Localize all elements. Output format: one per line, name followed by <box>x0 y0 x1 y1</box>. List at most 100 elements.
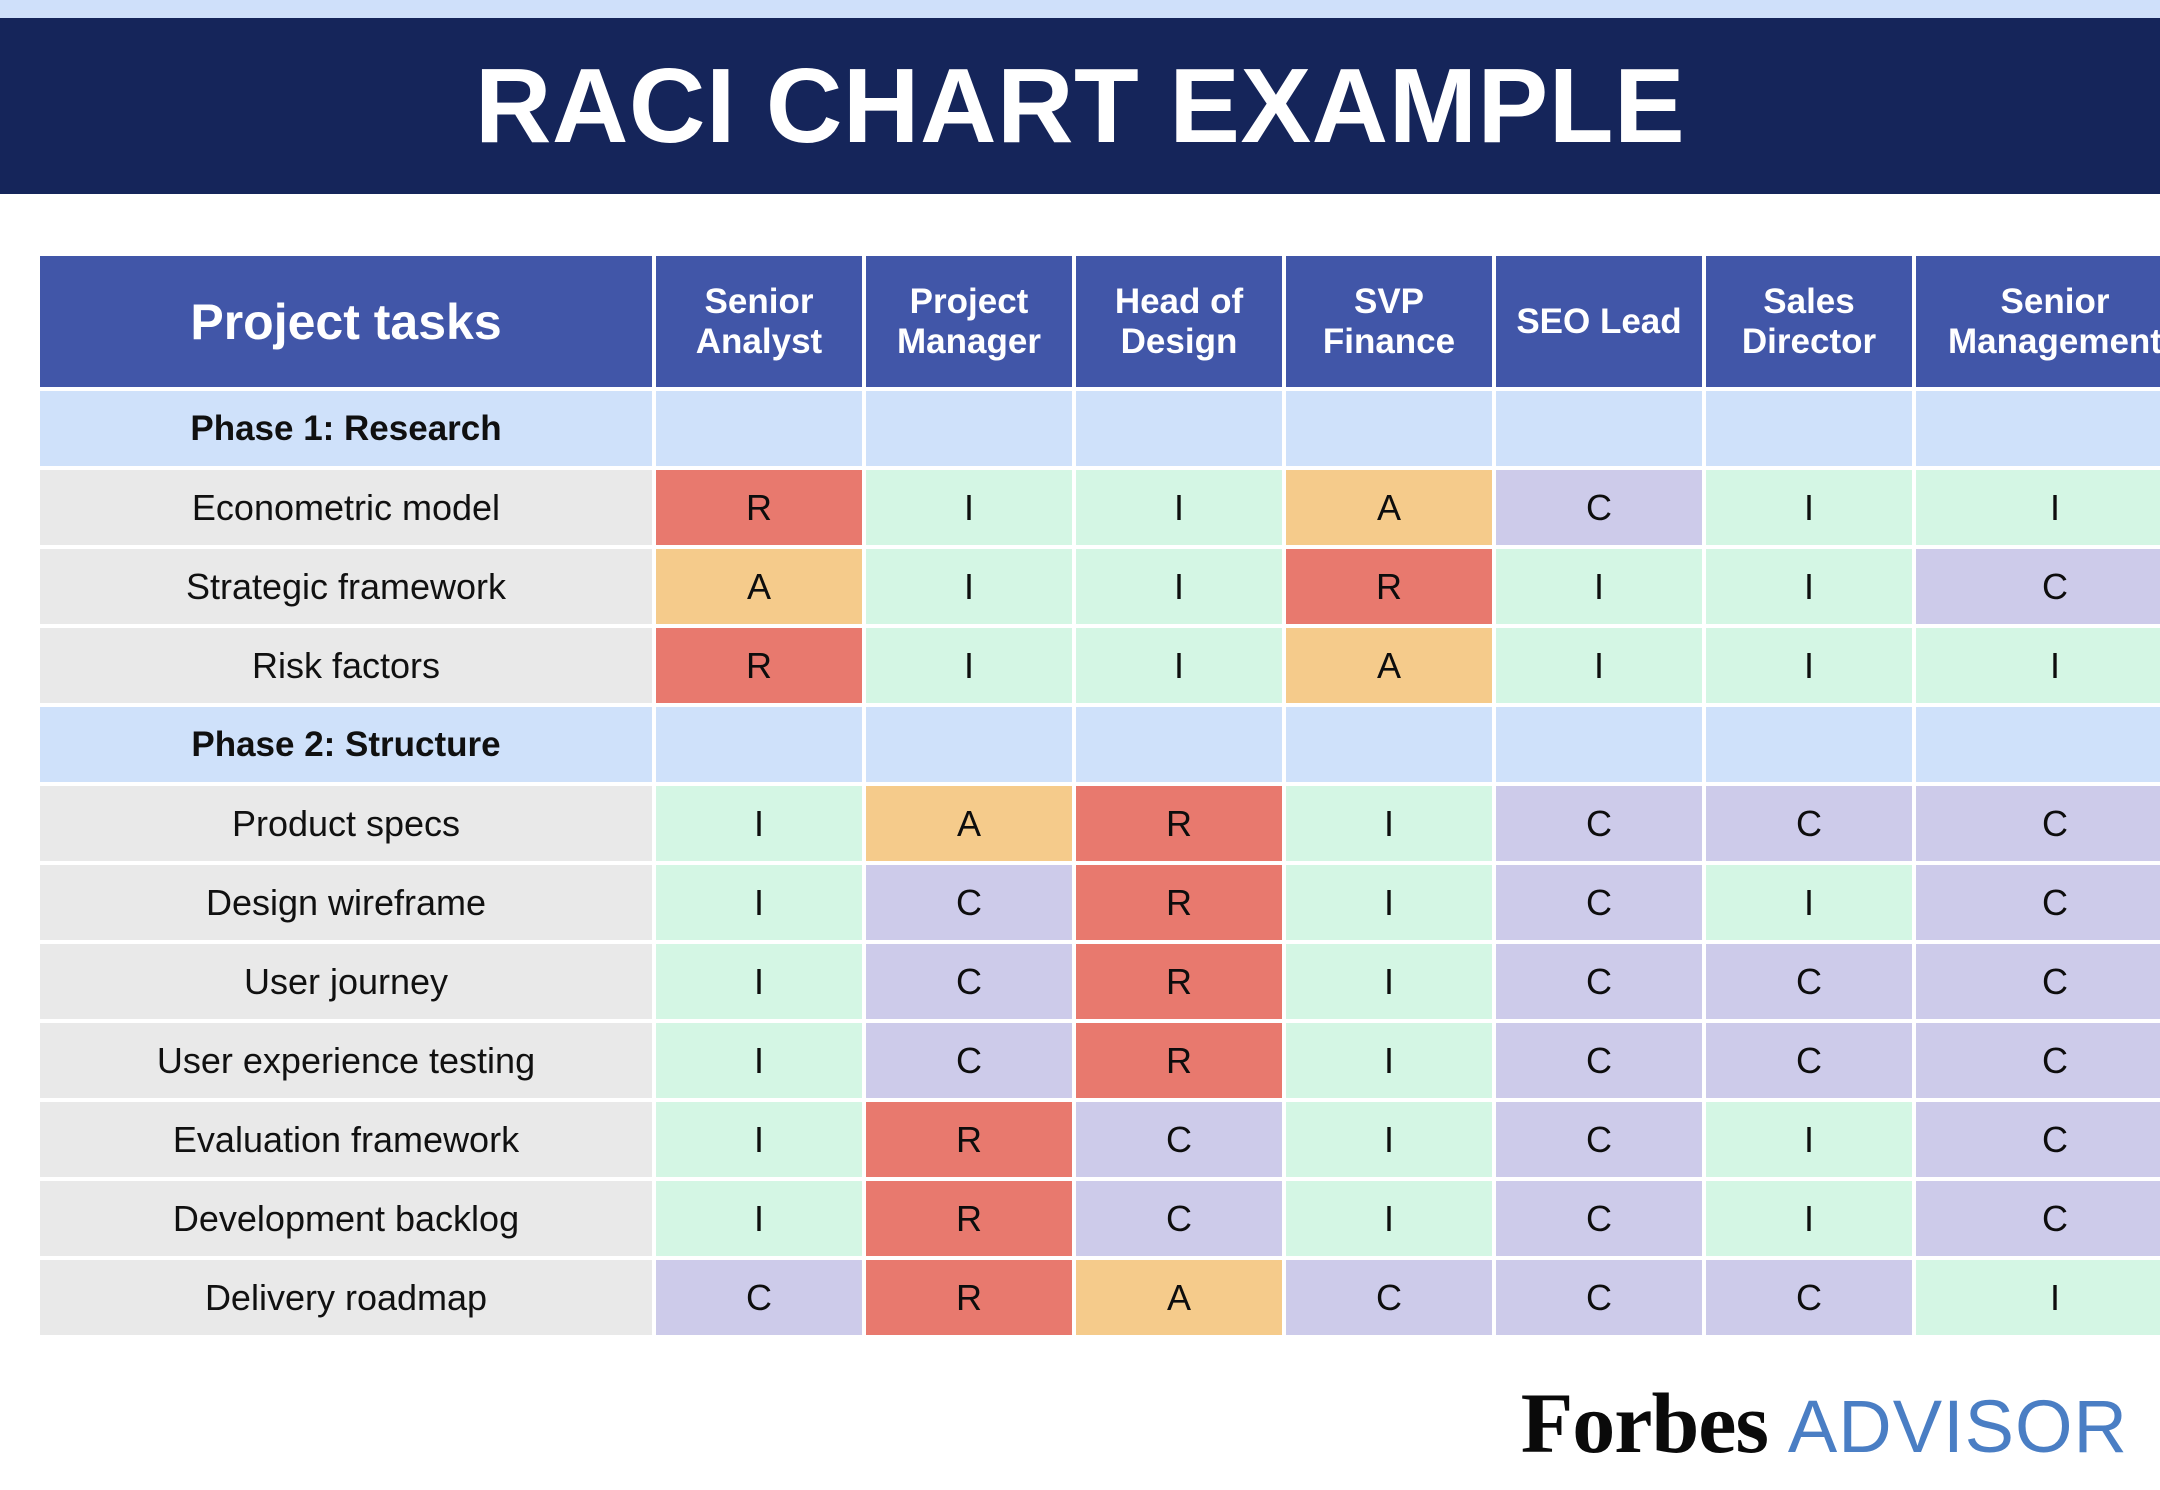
raci-cell-user-experience-testing-head-of-design: R <box>1076 1023 1282 1098</box>
raci-cell-development-backlog-senior-analyst: I <box>656 1181 862 1256</box>
raci-cell-user-journey-senior-analyst: I <box>656 944 862 1019</box>
raci-cell-strategic-framework-sales-director: I <box>1706 549 1912 624</box>
raci-cell-econometric-model-senior-management: I <box>1916 470 2160 545</box>
raci-cell-product-specs-head-of-design: R <box>1076 786 1282 861</box>
raci-cell-econometric-model-svp-finance: A <box>1286 470 1492 545</box>
raci-cell-development-backlog-sales-director: I <box>1706 1181 1912 1256</box>
phase-label-phase-2-structure: Phase 2: Structure <box>40 707 652 782</box>
raci-cell-user-experience-testing-senior-analyst: I <box>656 1023 862 1098</box>
task-label-strategic-framework: Strategic framework <box>40 549 652 624</box>
raci-cell-product-specs-seo-lead: C <box>1496 786 1702 861</box>
raci-cell-strategic-framework-senior-analyst: A <box>656 549 862 624</box>
task-label-econometric-model: Econometric model <box>40 470 652 545</box>
column-header-senior-analyst: Senior Analyst <box>656 256 862 387</box>
raci-cell-risk-factors-seo-lead: I <box>1496 628 1702 703</box>
phase-blank-cell <box>1286 391 1492 466</box>
phase-label-phase-1-research: Phase 1: Research <box>40 391 652 466</box>
task-label-product-specs: Product specs <box>40 786 652 861</box>
raci-cell-strategic-framework-head-of-design: I <box>1076 549 1282 624</box>
column-header-senior-management: Senior Management <box>1916 256 2160 387</box>
raci-cell-development-backlog-svp-finance: I <box>1286 1181 1492 1256</box>
phase-blank-cell <box>866 707 1072 782</box>
task-label-evaluation-framework: Evaluation framework <box>40 1102 652 1177</box>
raci-cell-development-backlog-project-manager: R <box>866 1181 1072 1256</box>
raci-cell-user-experience-testing-sales-director: C <box>1706 1023 1912 1098</box>
raci-cell-product-specs-sales-director: C <box>1706 786 1912 861</box>
raci-cell-user-journey-seo-lead: C <box>1496 944 1702 1019</box>
raci-cell-user-experience-testing-svp-finance: I <box>1286 1023 1492 1098</box>
raci-cell-design-wireframe-senior-analyst: I <box>656 865 862 940</box>
raci-cell-user-journey-svp-finance: I <box>1286 944 1492 1019</box>
task-label-risk-factors: Risk factors <box>40 628 652 703</box>
raci-cell-delivery-roadmap-svp-finance: C <box>1286 1260 1492 1335</box>
raci-cell-risk-factors-senior-analyst: R <box>656 628 862 703</box>
raci-cell-risk-factors-senior-management: I <box>1916 628 2160 703</box>
raci-table-container: Project tasks Senior Analyst Project Man… <box>36 252 2160 1339</box>
phase-blank-cell <box>1916 707 2160 782</box>
page-title: RACI CHART EXAMPLE <box>474 47 1686 165</box>
phase-blank-cell <box>1706 707 1912 782</box>
raci-cell-product-specs-senior-analyst: I <box>656 786 862 861</box>
raci-cell-user-journey-head-of-design: R <box>1076 944 1282 1019</box>
raci-cell-delivery-roadmap-project-manager: R <box>866 1260 1072 1335</box>
raci-cell-strategic-framework-seo-lead: I <box>1496 549 1702 624</box>
task-label-design-wireframe: Design wireframe <box>40 865 652 940</box>
raci-cell-design-wireframe-svp-finance: I <box>1286 865 1492 940</box>
raci-cell-user-experience-testing-project-manager: C <box>866 1023 1072 1098</box>
table-header-row: Project tasks Senior Analyst Project Man… <box>40 256 2160 387</box>
raci-cell-user-journey-sales-director: C <box>1706 944 1912 1019</box>
logo-forbes-wordmark: Forbes <box>1520 1375 1769 1471</box>
raci-cell-development-backlog-seo-lead: C <box>1496 1181 1702 1256</box>
task-label-development-backlog: Development backlog <box>40 1181 652 1256</box>
raci-cell-risk-factors-head-of-design: I <box>1076 628 1282 703</box>
raci-cell-econometric-model-head-of-design: I <box>1076 470 1282 545</box>
phase-row: Phase 1: Research <box>40 391 2160 466</box>
raci-cell-econometric-model-seo-lead: C <box>1496 470 1702 545</box>
phase-blank-cell <box>1076 391 1282 466</box>
column-header-sales-director: Sales Director <box>1706 256 1912 387</box>
phase-blank-cell <box>1706 391 1912 466</box>
column-header-head-of-design: Head of Design <box>1076 256 1282 387</box>
raci-cell-econometric-model-sales-director: I <box>1706 470 1912 545</box>
forbes-advisor-logo: Forbes ADVISOR <box>1521 1380 2128 1466</box>
top-accent-strip <box>0 0 2160 18</box>
raci-cell-development-backlog-head-of-design: C <box>1076 1181 1282 1256</box>
raci-cell-design-wireframe-project-manager: C <box>866 865 1072 940</box>
task-label-user-journey: User journey <box>40 944 652 1019</box>
column-header-svp-finance: SVP Finance <box>1286 256 1492 387</box>
raci-cell-risk-factors-project-manager: I <box>866 628 1072 703</box>
raci-cell-delivery-roadmap-senior-analyst: C <box>656 1260 862 1335</box>
phase-blank-cell <box>1496 707 1702 782</box>
raci-cell-design-wireframe-seo-lead: C <box>1496 865 1702 940</box>
raci-cell-econometric-model-project-manager: I <box>866 470 1072 545</box>
raci-cell-design-wireframe-sales-director: I <box>1706 865 1912 940</box>
raci-cell-evaluation-framework-senior-management: C <box>1916 1102 2160 1177</box>
raci-cell-development-backlog-senior-management: C <box>1916 1181 2160 1256</box>
raci-cell-product-specs-project-manager: A <box>866 786 1072 861</box>
table-head: Project tasks Senior Analyst Project Man… <box>40 256 2160 387</box>
raci-cell-evaluation-framework-svp-finance: I <box>1286 1102 1492 1177</box>
phase-blank-cell <box>1496 391 1702 466</box>
logo-advisor-wordmark: ADVISOR <box>1787 1385 2128 1468</box>
column-header-project-tasks: Project tasks <box>40 256 652 387</box>
phase-blank-cell <box>1076 707 1282 782</box>
raci-cell-design-wireframe-senior-management: C <box>1916 865 2160 940</box>
raci-cell-evaluation-framework-senior-analyst: I <box>656 1102 862 1177</box>
column-header-project-manager: Project Manager <box>866 256 1072 387</box>
raci-cell-econometric-model-senior-analyst: R <box>656 470 862 545</box>
phase-blank-cell <box>1286 707 1492 782</box>
raci-cell-evaluation-framework-seo-lead: C <box>1496 1102 1702 1177</box>
raci-cell-user-experience-testing-senior-management: C <box>1916 1023 2160 1098</box>
phase-blank-cell <box>656 707 862 782</box>
